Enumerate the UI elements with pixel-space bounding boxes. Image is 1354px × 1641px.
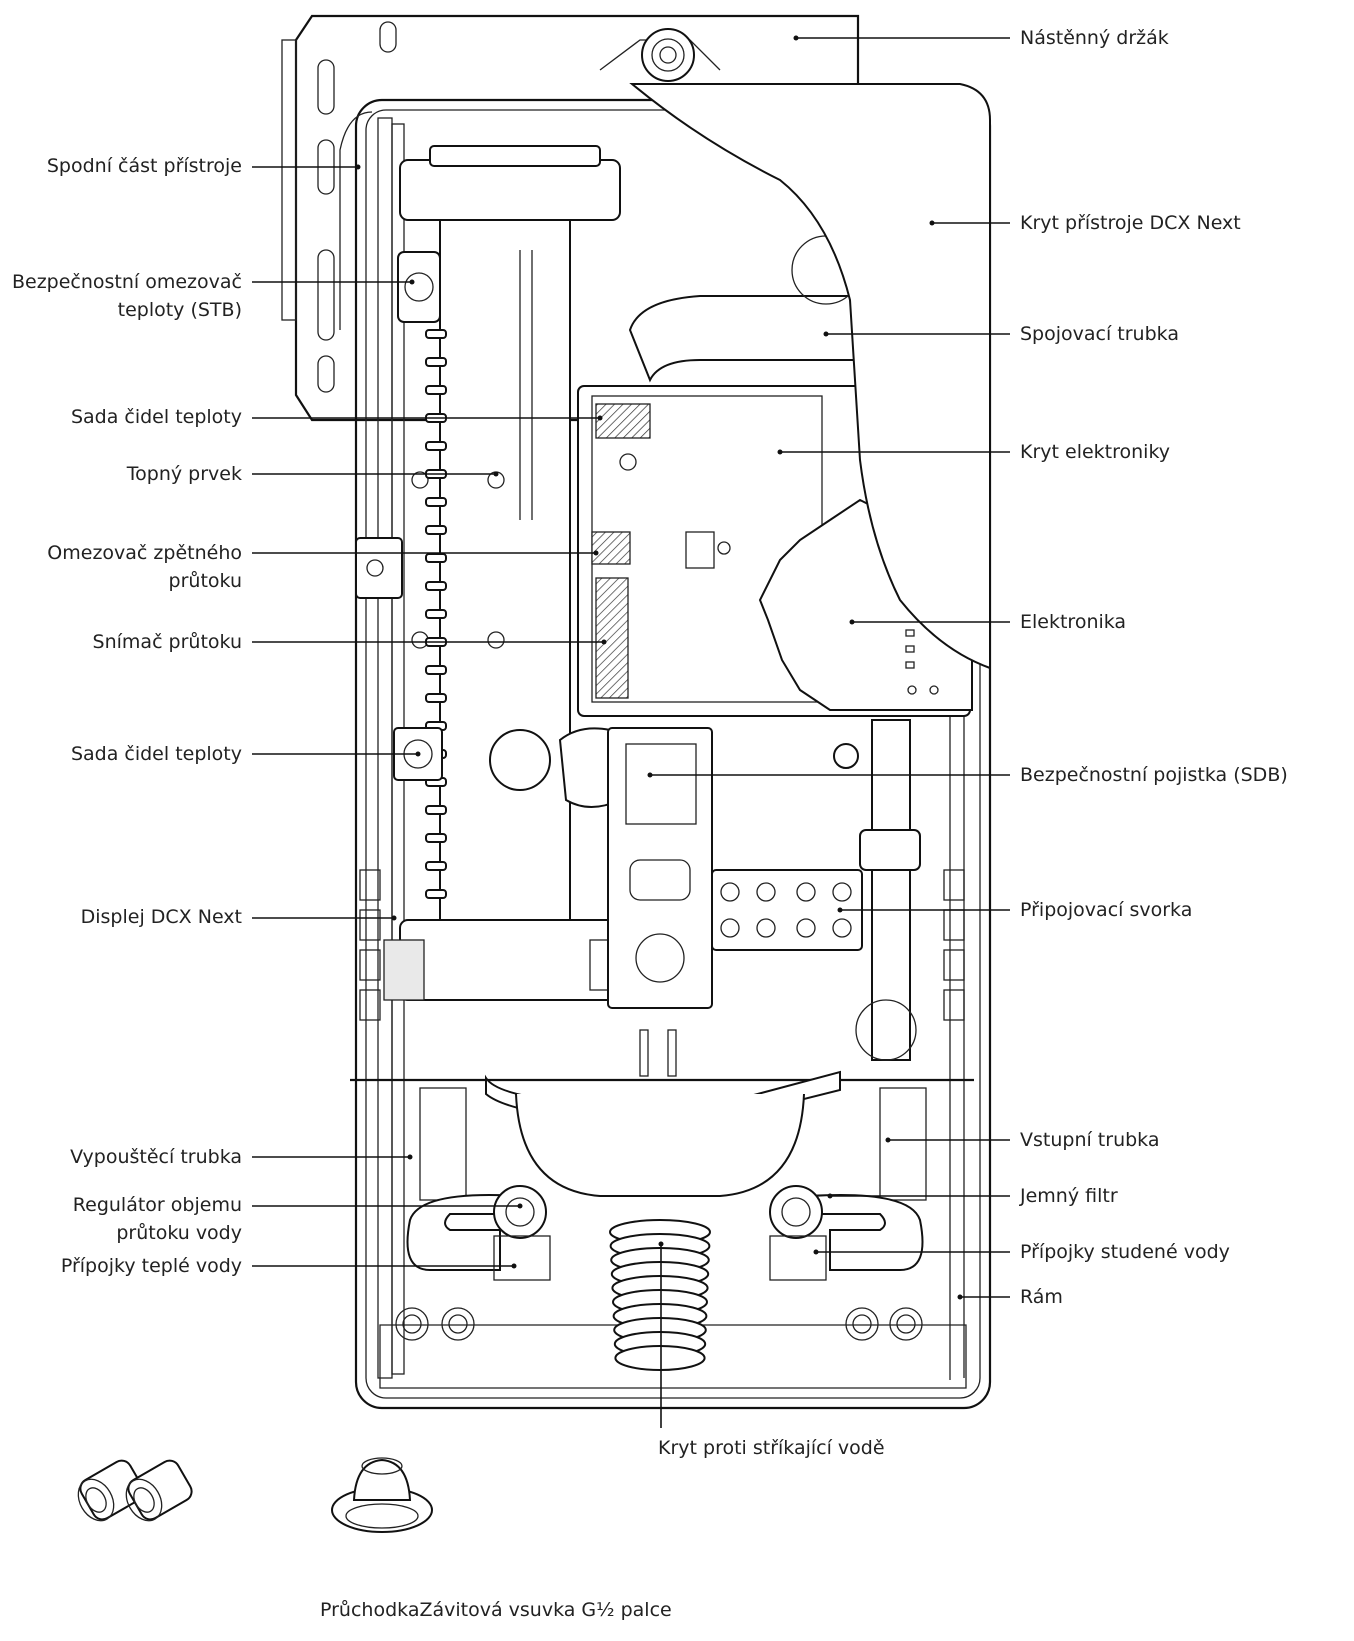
heating-element-block (383, 145, 621, 1001)
bottom-part-edge (339, 111, 373, 330)
coil-tooth (425, 693, 447, 703)
sdb-fuse (489, 727, 713, 1009)
device-cover-overlay (629, 83, 991, 670)
coil-tooth (425, 861, 447, 871)
label-wall-bracket: Nástěnný držák (1020, 27, 1169, 49)
label-accessories: PrůchodkaZávitová vsuvka G½ palce (320, 1599, 672, 1621)
splash-cover-bellows (609, 1219, 711, 1371)
bottom-tray (350, 1029, 974, 1197)
coil-tooth (425, 525, 447, 535)
coil-tooth (425, 553, 447, 563)
coil-tooth (425, 665, 447, 675)
label-flow-sensor: Snímač průtoku (92, 631, 242, 653)
label-temp-sensor-set-2: Sada čidel teploty (70, 743, 242, 765)
label-splash-cover: Kryt proti stříkající vodě (658, 1437, 885, 1459)
coil-tooth (425, 441, 447, 451)
hot-water-connection (406, 1087, 551, 1281)
label-electronics-cover: Kryt elektroniky (1020, 441, 1171, 463)
stb-icon (397, 251, 441, 323)
threaded-nipple-icon (77, 1459, 193, 1522)
label-cold-water-connection: Přípojky studené vody (1020, 1241, 1230, 1263)
label-electronics: Elektronika (1020, 611, 1127, 633)
label-sdb: Bezpečnostní pojistka (SDB) (1020, 764, 1288, 786)
label-device-cover: Kryt přístroje DCX Next (1020, 212, 1241, 234)
leader-lines (252, 35, 1010, 1428)
label-display: Displej DCX Next (80, 906, 242, 928)
connecting-pipe-shape (628, 295, 861, 383)
backflow-hatch (591, 531, 631, 565)
side-clips (359, 869, 965, 1021)
bellows-ring (614, 1345, 706, 1371)
coil-tooth (425, 609, 447, 619)
coil-tooth (425, 581, 447, 591)
coil-tooth (425, 385, 447, 395)
label-connecting-pipe: Spojovací trubka (1020, 323, 1179, 345)
label-frame: Rám (1020, 1286, 1063, 1308)
label-bottom-part: Spodní část přístroje (46, 155, 242, 177)
label-terminal: Připojovací svorka (1020, 899, 1193, 921)
coil-tooth (425, 357, 447, 367)
label-fine-filter: Jemný filtr (1020, 1185, 1118, 1207)
label-hot-water-connection: Přípojky teplé vody (60, 1255, 242, 1277)
flow-sensor-hatch (595, 577, 629, 699)
inlet-pipe (833, 719, 921, 1061)
temp-sensor-hatch (595, 403, 651, 439)
bracket-nut-icon (641, 28, 695, 82)
electronics-leds (905, 629, 939, 695)
label-drain-pipe: Vypouštěcí trubka (70, 1146, 242, 1168)
grommet-icon (331, 1457, 433, 1533)
backflow-clip-icon (355, 537, 403, 599)
label-inlet-pipe: Vstupní trubka (1020, 1129, 1160, 1151)
label-temp-sensor-set-1: Sada čidel teploty (70, 406, 242, 428)
bottom-holes (395, 1307, 923, 1341)
coil-tooth (425, 805, 447, 815)
coil-tooth (425, 833, 447, 843)
coil-tooth (425, 329, 447, 339)
coil-tooth (425, 889, 447, 899)
tap-cross-icon (833, 743, 859, 769)
label-heating-element: Topný prvek (126, 463, 242, 485)
heating-coil (425, 329, 447, 899)
coil-tooth (425, 497, 447, 507)
